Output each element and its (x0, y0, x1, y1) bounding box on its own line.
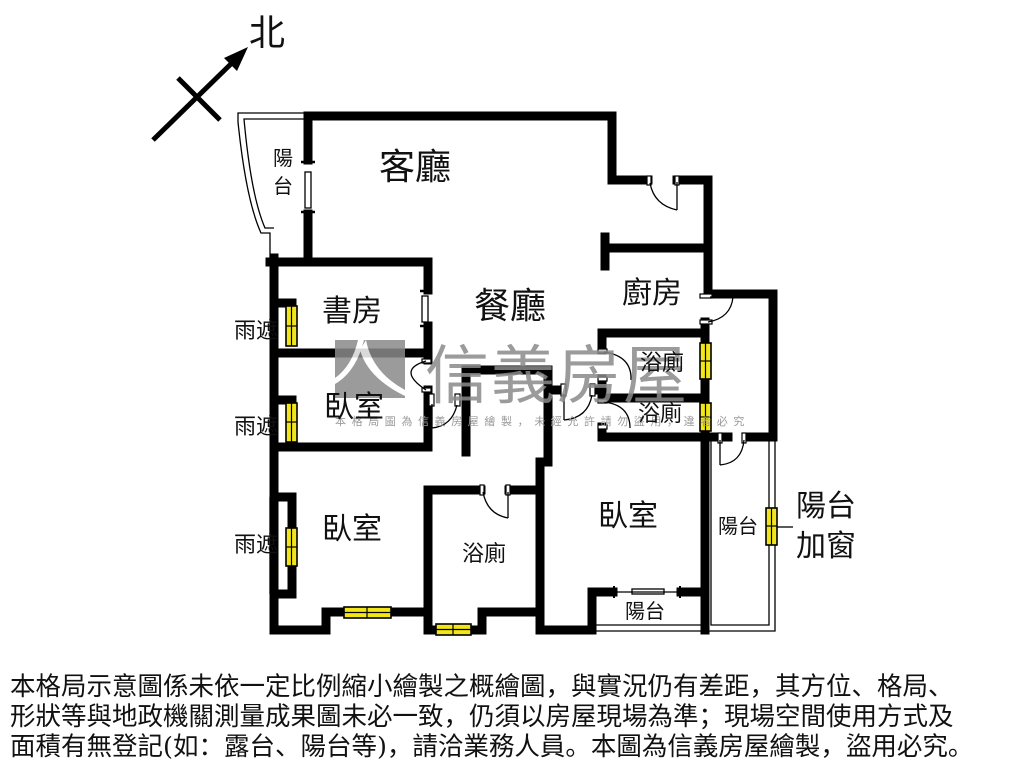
disclaimer: 本格局示意圖係未依一定比例縮小繪製之概繪圖，與實況仍有差距，其方位、格局、 形狀… (10, 672, 1020, 762)
door-corridor (560, 383, 596, 421)
label-bathroom-upper-right: 浴廁 (640, 351, 684, 376)
window-bathroom-lower (699, 402, 712, 432)
disclaimer-line-3: 面積有無登記(如：露台、陽台等)，請洽業務人員。本圖為信義房屋繪製，盜用必究。 (10, 732, 974, 762)
room-labels: 客廳 餐廳 廚房 書房 臥室 臥室 臥室 浴廁 浴廁 浴廁 陽 台 陽台 陽台 … (234, 146, 856, 623)
living-room-right-wall (672, 175, 713, 299)
label-balcony-top-left-char-2: 台 (273, 174, 293, 198)
annotation-enclosed-balcony-line1: 陽台 (796, 489, 856, 524)
north-label: 北 (249, 13, 285, 54)
bathroom-upper-top-wall (597, 328, 710, 355)
window-rain-shade-2 (285, 402, 298, 443)
study-top-wall (265, 257, 433, 295)
disclaimer-line-1: 本格局示意圖係未依一定比例縮小繪製之概繪圖，與實況仍有差距，其方位、格局、 (10, 672, 954, 702)
window-rain-shade-1 (285, 305, 298, 347)
living-room-top-wall (303, 111, 653, 185)
label-balcony-top-left-char-1: 陽 (273, 146, 293, 170)
bathroom-center-left-wall (423, 485, 486, 635)
disclaimer-line-2: 形狀等與地政機關測量成果圖未必一致，仍須以房屋現場為準；現場空間使用方式及 (10, 702, 954, 732)
door-bathroom-lower (597, 398, 631, 430)
study-window (421, 295, 429, 323)
label-rain-shade-1: 雨遮 (234, 319, 278, 344)
door-bathroom-upper (597, 348, 632, 382)
compass-arrow-shaft (151, 57, 238, 142)
balcony-top-left-outer (237, 112, 304, 258)
label-bedroom-upper-left: 臥室 (324, 390, 384, 425)
balcony-right-outer (704, 437, 776, 632)
balcony-bottom-window (631, 588, 665, 595)
label-kitchen: 廚房 (622, 276, 682, 311)
window-bathroom-upper (699, 342, 712, 380)
watermark-brand: 信義房屋 (425, 340, 689, 414)
bathroom-center-bottom-right (466, 607, 545, 635)
north-arrow-icon (224, 47, 248, 71)
watermark: 信義房屋 本格局圖為信義房屋繪製，未經允許請勿盜用，違者必究 (335, 340, 750, 428)
label-dining-room: 餐廳 (474, 286, 546, 327)
brand-logo-icon (335, 340, 405, 398)
window-bedroom-bottom (343, 606, 392, 619)
window-balcony-enclosure (765, 507, 778, 546)
label-bathroom-lower-right: 浴廁 (638, 402, 682, 427)
corridor-pillar-wall (461, 365, 553, 635)
label-living-room: 客廳 (379, 147, 451, 188)
window-rain-shade-3 (285, 527, 298, 567)
label-rain-shade-2: 雨遮 (234, 415, 278, 440)
door-bathroom-center (479, 484, 511, 519)
label-study: 書房 (322, 294, 382, 329)
thin-outlines (237, 112, 793, 632)
watermark-notice: 本格局圖為信義房屋繪製，未經允許請勿盜用，違者必究 (335, 414, 750, 428)
compass: 北 (151, 13, 285, 142)
door-bedroom-upper (428, 393, 461, 429)
label-bedroom-right: 臥室 (598, 499, 658, 534)
utility-outer-wall (705, 289, 778, 442)
label-bathroom-center: 浴廁 (462, 542, 506, 567)
rain-shade-3-frame (269, 497, 275, 594)
door-balcony-right (717, 432, 747, 466)
door-study (410, 358, 432, 393)
label-balcony-bottom: 陽台 (625, 599, 665, 623)
balcony-bottom-outline (596, 624, 705, 632)
compass-cross-line (176, 76, 222, 122)
door-utility (699, 293, 734, 325)
living-room-window (304, 171, 312, 209)
rain-shade-3-bump-bottom (269, 561, 297, 599)
annotation-enclosed-balcony-line2: 加窗 (796, 529, 856, 564)
doors (410, 175, 747, 519)
rain-shade-3-bump-top (269, 492, 297, 535)
bathroom-divider-wall (597, 374, 710, 403)
balcony-top-left-inner (243, 118, 304, 229)
label-bedroom-lower-left: 臥室 (322, 512, 382, 547)
bedroom-upper-wall (269, 385, 433, 452)
window-bathroom-center (435, 623, 472, 636)
bedroom-right-bottom-wall (535, 587, 618, 635)
label-rain-shade-3: 雨遮 (234, 533, 278, 558)
label-balcony-right: 陽台 (718, 514, 758, 538)
windows (285, 305, 778, 636)
bathroom-lower-bottom-wall (597, 422, 710, 442)
door-entrance (646, 175, 680, 211)
